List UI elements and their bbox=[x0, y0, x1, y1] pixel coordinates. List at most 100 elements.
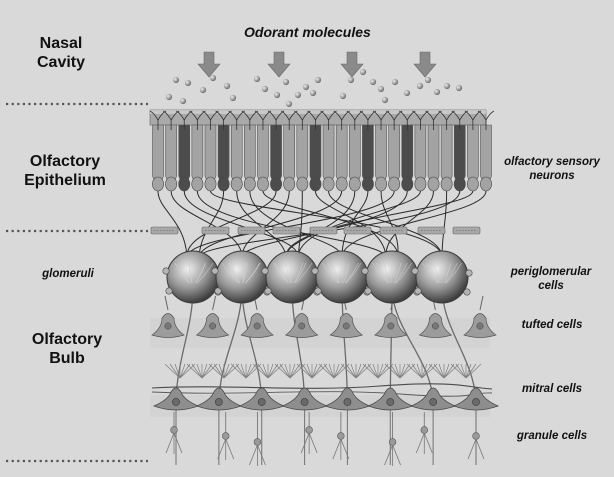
granule-dendrite-branch bbox=[324, 364, 334, 378]
granule-dendrite-branch bbox=[202, 364, 212, 378]
granule-cell bbox=[416, 412, 432, 454]
sensory-axon bbox=[329, 191, 442, 257]
periglomerular-cell bbox=[212, 268, 218, 274]
odorant-molecule bbox=[310, 90, 316, 96]
sensory-axon bbox=[298, 191, 420, 257]
odorant-molecule bbox=[200, 87, 206, 93]
odorant-arrow-icon bbox=[414, 52, 436, 77]
sensory-neuron-soma bbox=[205, 177, 216, 191]
sensory-neuron-soma bbox=[362, 177, 373, 191]
olfactory-epithelium-label: Olfactory Epithelium bbox=[10, 152, 120, 190]
sensory-neuron-body bbox=[271, 125, 282, 184]
granule-dendrite-branch bbox=[456, 364, 466, 378]
granule-dendrite-branch bbox=[236, 364, 246, 378]
odorant-molecule bbox=[185, 80, 191, 86]
sensory-axon bbox=[250, 191, 342, 257]
granule-dendrite-branch bbox=[302, 364, 312, 378]
sensory-neuron-soma bbox=[349, 177, 360, 191]
odorant-molecule bbox=[210, 75, 216, 81]
glomerulus bbox=[412, 251, 472, 303]
granule-dendrite-branch bbox=[368, 364, 378, 378]
sensory-neuron-body bbox=[244, 125, 255, 184]
sensory-neuron-body bbox=[362, 125, 373, 184]
glomerulus bbox=[312, 251, 372, 303]
tufted-cell-nucleus bbox=[254, 323, 260, 329]
mucus-highlight bbox=[150, 110, 486, 114]
sensory-neuron-body bbox=[179, 125, 190, 184]
odorant-arrow-icon bbox=[268, 52, 290, 77]
sensory-neuron-soma bbox=[257, 177, 268, 191]
sensory-neuron-soma bbox=[231, 177, 242, 191]
sensory-neuron-soma bbox=[218, 177, 229, 191]
granule-cell-basal-dendrite bbox=[424, 433, 432, 453]
olfactory-bulb-label: Olfactory Bulb bbox=[12, 330, 122, 368]
sensory-axon bbox=[442, 191, 447, 257]
odorant-molecule bbox=[230, 95, 236, 101]
sensory-neuron-body bbox=[467, 125, 478, 184]
odorant-molecule bbox=[262, 86, 268, 92]
olfactory-sensory-neurons-label: olfactory sensory neurons bbox=[490, 156, 614, 184]
granule-dendrite-branch bbox=[434, 364, 444, 378]
odorant-molecule bbox=[303, 84, 309, 90]
granule-cell-body bbox=[421, 427, 428, 434]
tufted-cell-nucleus bbox=[209, 323, 215, 329]
sensory-neuron-body bbox=[402, 125, 413, 184]
tufted-cell bbox=[152, 296, 184, 338]
sensory-neuron-body bbox=[389, 125, 400, 184]
odorant-molecule bbox=[417, 83, 423, 89]
odorant-molecule bbox=[370, 79, 376, 85]
sensory-neuron-soma bbox=[428, 177, 439, 191]
odorant-molecule bbox=[295, 92, 301, 98]
sensory-neuron-soma bbox=[323, 177, 334, 191]
sensory-neuron-soma bbox=[179, 177, 190, 191]
granule-cell-basal-dendrite bbox=[393, 445, 401, 465]
glomerulus-sphere bbox=[216, 251, 268, 303]
sensory-neuron-soma bbox=[152, 177, 163, 191]
granule-cell-body bbox=[306, 427, 313, 434]
mitral-cell-nucleus bbox=[301, 398, 308, 405]
nasal-cavity-label: Nasal Cavity bbox=[16, 34, 106, 72]
granule-dendrite-branch bbox=[390, 364, 400, 378]
tufted-cell-nucleus bbox=[388, 323, 394, 329]
granule-cell-body bbox=[254, 439, 261, 446]
sensory-neuron-soma bbox=[297, 177, 308, 191]
granule-cell-basal-dendrite bbox=[309, 433, 317, 453]
granule-cell bbox=[218, 412, 234, 460]
odorant-arrow-icon bbox=[198, 52, 220, 77]
sensory-neuron-body bbox=[231, 125, 242, 184]
odorant-molecule bbox=[166, 94, 172, 100]
granule-cell-basal-dendrite bbox=[174, 433, 182, 453]
sensory-neuron-body bbox=[192, 125, 203, 184]
sensory-neuron-soma bbox=[244, 177, 255, 191]
sensory-neuron-soma bbox=[389, 177, 400, 191]
odorant-molecule bbox=[456, 85, 462, 91]
sensory-neuron-body bbox=[428, 125, 439, 184]
granule-cell-body bbox=[171, 427, 178, 434]
odorant-molecule bbox=[173, 77, 179, 83]
tufted-cell bbox=[464, 296, 496, 338]
granule-cell-body bbox=[473, 433, 480, 440]
mitral-cell-nucleus bbox=[430, 398, 437, 405]
periglomerular-cell bbox=[315, 288, 321, 294]
granule-dendrite-branch bbox=[412, 364, 422, 378]
lateral-dendrite bbox=[152, 384, 492, 389]
odorant-molecule bbox=[404, 90, 410, 96]
odorant-molecule bbox=[224, 83, 230, 89]
odorant-molecule bbox=[283, 79, 289, 85]
granule-dendrite-branch bbox=[334, 364, 344, 378]
periglomerular-cell bbox=[412, 268, 418, 274]
periglomerular-cell bbox=[215, 288, 221, 294]
granule-cell bbox=[249, 412, 265, 466]
mitral-cell-nucleus bbox=[387, 398, 394, 405]
granule-dendrite-branch bbox=[400, 364, 410, 378]
granule-cell-body bbox=[337, 433, 344, 440]
odorant-arrow-icon bbox=[341, 52, 363, 77]
sensory-neuron-body bbox=[376, 125, 387, 184]
odorant-molecule bbox=[425, 77, 431, 83]
periglomerular-cells-label: periglomerular cells bbox=[496, 266, 606, 294]
tufted-cell-nucleus bbox=[477, 323, 483, 329]
odorant-molecules-title: Odorant molecules bbox=[244, 24, 371, 41]
sensory-neuron-soma bbox=[375, 177, 386, 191]
odorant-molecule bbox=[340, 93, 346, 99]
periglomerular-cell bbox=[163, 268, 169, 274]
